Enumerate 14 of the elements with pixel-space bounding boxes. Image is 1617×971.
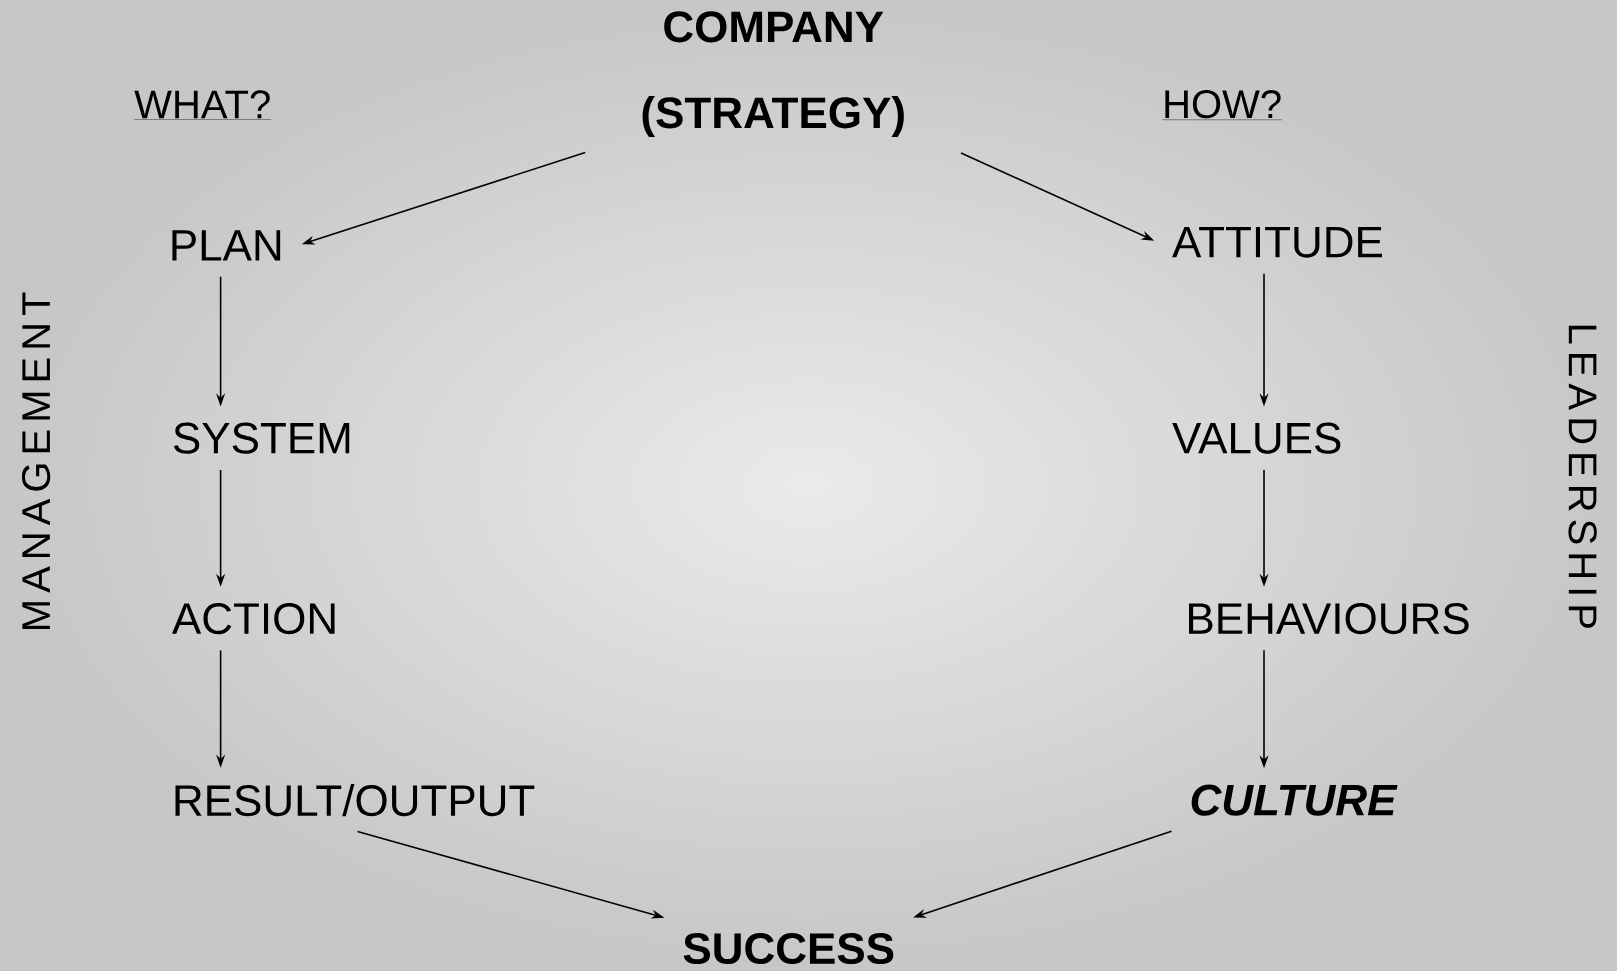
- node-text: PLAN: [172, 230, 281, 261]
- node-text: SUCCESS: [683, 932, 894, 965]
- node-text: VALUES: [1172, 422, 1341, 454]
- node-text: ATTITUDE: [1172, 226, 1382, 258]
- node-text: SYSTEM: [173, 422, 350, 454]
- node-text: RESULT/OUTPUT: [175, 783, 535, 817]
- vertical-label: LEADERSHIP: [1568, 325, 1597, 628]
- underlined-heading: WHAT?: [134, 90, 272, 120]
- node-text: CULTURE: [1191, 784, 1398, 816]
- node-text: BEHAVIOURS: [1189, 603, 1469, 635]
- underlined-heading: HOW?: [1161, 90, 1283, 120]
- node-text: ACTION: [172, 603, 335, 635]
- node-text: COMPANY (STRATEGY): [642, 11, 904, 138]
- vertical-label: MANAGEMENT: [21, 292, 51, 629]
